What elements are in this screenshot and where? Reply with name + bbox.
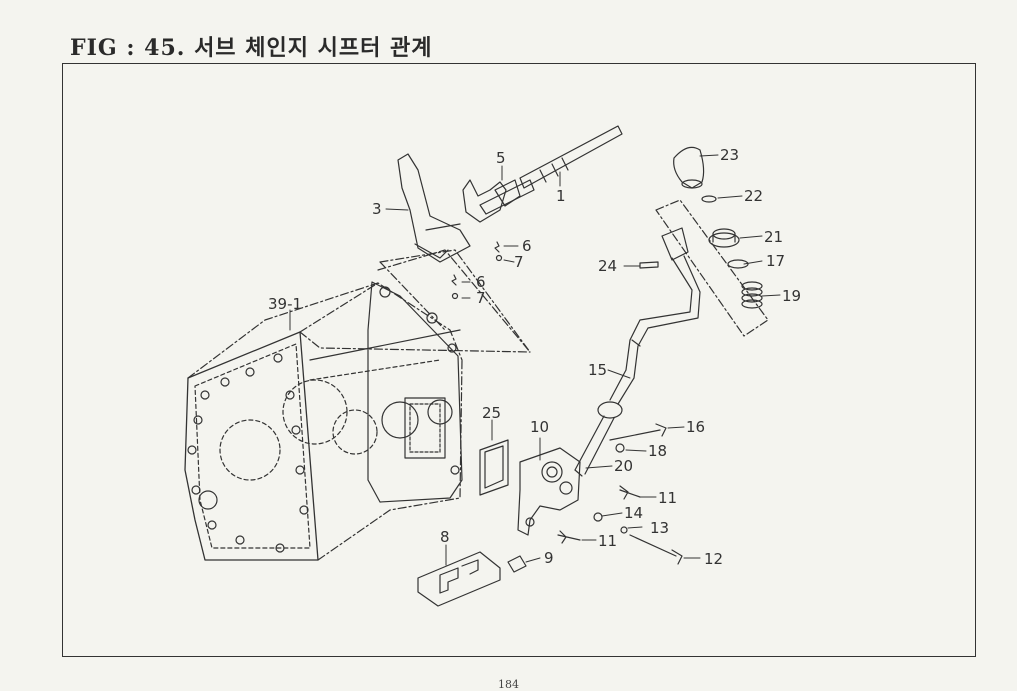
callout-9: 9 [544,549,554,567]
shift-boot-outline [655,199,769,337]
callout-7a: 7 [514,253,524,271]
diagram-frame [62,63,976,657]
callout-18: 18 [648,442,667,460]
shift-lever [574,227,701,477]
snap-ring [701,195,717,203]
callout-15: 15 [588,361,607,379]
shift-knob [673,146,705,189]
callout-labels: 1 3 5 6 7 6 7 8 9 10 11 11 12 13 14 15 1… [268,146,801,568]
shift-fork-shaft-assembly [397,125,623,263]
callout-6b: 6 [476,273,486,291]
callout-11b: 11 [598,532,617,550]
callout-16: 16 [686,418,705,436]
washer [727,259,749,269]
transmission-case [184,249,531,561]
callout-1: 1 [556,187,566,205]
callout-23: 23 [720,146,739,164]
callout-21: 21 [764,228,783,246]
page-number: 184 [498,678,519,691]
callout-22: 22 [744,187,763,205]
callout-19: 19 [782,287,801,305]
callout-6a: 6 [522,237,532,255]
callout-10: 10 [530,418,549,436]
leader-lines [289,154,781,566]
callout-20: 20 [614,457,633,475]
bolts [507,261,683,573]
callout-17: 17 [766,252,785,270]
callout-14: 14 [624,504,643,522]
lever-spring [741,281,763,309]
callout-11a: 11 [658,489,677,507]
gasket [479,439,509,496]
shift-guide-plate [417,551,501,607]
detent-spring-ball [451,241,503,300]
callout-13: 13 [650,519,669,537]
lever-nut [708,228,740,248]
callout-12: 12 [704,550,723,568]
callout-39-1: 39-1 [268,295,302,313]
fork-mounting-plane [379,249,531,353]
callout-24: 24 [598,257,617,275]
callout-7b: 7 [476,289,486,307]
callout-25: 25 [482,404,501,422]
callout-8: 8 [440,528,450,546]
callout-5: 5 [496,149,506,167]
shifter-housing [517,447,581,536]
page-title: FIG : 45. 서브 체인지 시프터 관계 [70,35,433,61]
callout-3: 3 [372,200,382,218]
